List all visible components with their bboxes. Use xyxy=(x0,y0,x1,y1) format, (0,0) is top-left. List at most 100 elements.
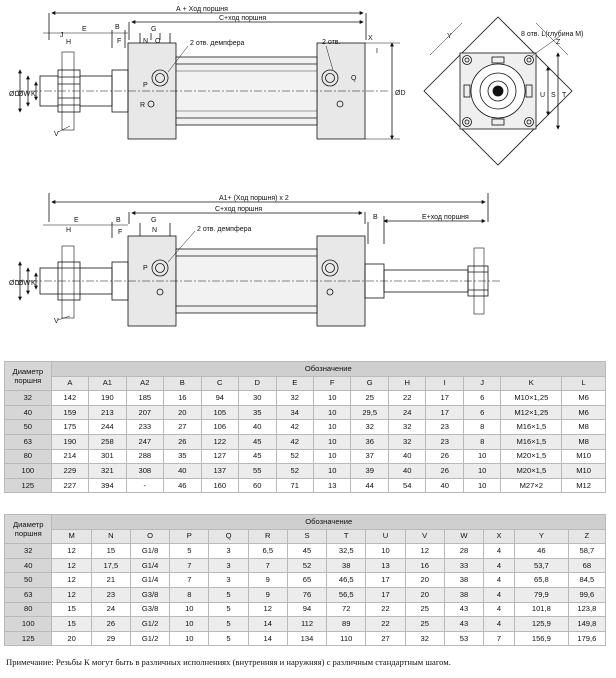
table-cell: 38 xyxy=(326,557,367,574)
label-dia-d-top: ØD xyxy=(9,91,20,98)
table-cell: 20 xyxy=(51,630,92,647)
table-cell: 321 xyxy=(88,463,127,479)
table-cell: 84,5 xyxy=(567,572,607,588)
column-header: A1 xyxy=(88,375,127,392)
piston-diameter-cell: 80 xyxy=(3,601,53,618)
end-view xyxy=(423,16,573,166)
table-cell: 15 xyxy=(51,601,92,618)
table-cell: 60 xyxy=(238,477,277,494)
label-eight-holes: 8 отв. L(глубина М) xyxy=(521,30,583,38)
table-cell: 244 xyxy=(88,419,127,435)
table-cell: 112 xyxy=(286,616,328,632)
table-cell: 34 xyxy=(275,404,315,421)
table-cell: 24 xyxy=(387,404,427,421)
table-cell: 110 xyxy=(326,630,367,647)
table-cell: 160 xyxy=(200,477,240,494)
table-cell: 4 xyxy=(483,601,516,618)
table-cell: 56,5 xyxy=(326,586,367,603)
label-letter-o-top: O xyxy=(155,38,161,45)
table-cell: 40 xyxy=(238,419,277,435)
table-cell: 4 xyxy=(483,616,516,632)
table-cell: G1/4 xyxy=(129,572,171,588)
table-cell: M8 xyxy=(561,419,606,435)
table-cell: 35 xyxy=(163,448,202,465)
table-cell: 38 xyxy=(443,572,485,588)
table-cell: 71 xyxy=(275,477,315,494)
table-cell: 43 xyxy=(443,616,485,632)
table-cell: 8 xyxy=(462,433,502,450)
table-cell: 247 xyxy=(125,433,165,450)
table-cell: 127 xyxy=(200,448,240,465)
table-cell: 22 xyxy=(365,601,406,618)
table-cell: 99,6 xyxy=(567,586,607,603)
label-letter-x: X xyxy=(368,35,373,42)
table-cell: - xyxy=(125,477,165,494)
table-cell: 32 xyxy=(387,419,427,435)
label-letter-h-mid: H xyxy=(66,227,71,234)
table-cell: 28 xyxy=(443,543,485,559)
label-letter-k-mid: K xyxy=(31,280,36,287)
table-cell: 3 xyxy=(208,543,249,559)
table-cell: M6 xyxy=(561,404,606,421)
table-cell: 227 xyxy=(50,477,90,494)
table-cell: 89 xyxy=(326,616,367,632)
table-cell: 40 xyxy=(425,477,464,494)
column-header: K xyxy=(500,375,563,392)
table-cell: 46 xyxy=(163,477,202,494)
label-damper-top: 2 отв. демпфера xyxy=(190,40,245,47)
label-letter-f-mid: F xyxy=(118,229,122,236)
table-cell: 65 xyxy=(286,572,328,588)
table-cell: 26 xyxy=(90,616,131,632)
table-cell: 65,8 xyxy=(514,572,569,588)
column-header: I xyxy=(425,375,464,392)
table-cell: 3 xyxy=(208,572,249,588)
table-cell: 44 xyxy=(350,477,389,494)
table-cell: 17 xyxy=(365,572,406,588)
table-cell: 10 xyxy=(365,543,406,559)
column-header: J xyxy=(462,375,502,392)
table2-group-title: Обозначение xyxy=(51,514,606,530)
table-cell: 32 xyxy=(275,390,315,406)
table-cell: 15 xyxy=(90,543,131,559)
label-e-mid: Е+ход поршня xyxy=(422,214,469,221)
label-letter-e-top: E xyxy=(82,26,87,33)
table-cell: 32,5 xyxy=(326,543,367,559)
piston-diameter-cell: 40 xyxy=(4,404,52,421)
table-cell: 12 xyxy=(247,601,288,618)
table-cell: M10×1,25 xyxy=(500,390,563,406)
label-dia-d-right: ØD xyxy=(395,90,406,97)
table-cell: 53 xyxy=(443,630,485,647)
table-cell: 14 xyxy=(247,616,288,632)
piston-diameter-cell: 80 xyxy=(4,448,52,465)
table-cell: 9 xyxy=(247,572,288,588)
table-cell: G3/8 xyxy=(129,601,171,618)
table-cell: 101,8 xyxy=(514,601,569,618)
table-cell: 229 xyxy=(50,463,90,479)
column-header: C xyxy=(200,375,240,392)
table-cell: 10 xyxy=(462,477,502,494)
label-letter-e-mid: E xyxy=(74,217,79,224)
table-cell: 53,7 xyxy=(514,557,569,574)
column-header: T xyxy=(326,528,367,545)
table-cell: 10 xyxy=(312,419,352,435)
table-cell: 301 xyxy=(88,448,127,465)
table-cell: 23 xyxy=(90,586,131,603)
table1-group-title: Обозначение xyxy=(50,361,607,377)
table-cell: 29 xyxy=(90,630,131,647)
table-cell: 156,9 xyxy=(514,630,569,647)
table-cell: 5 xyxy=(208,630,249,647)
table-cell: 52 xyxy=(275,448,315,465)
table-cell: 16 xyxy=(163,390,202,406)
column-header: V xyxy=(404,528,445,545)
table-cell: 149,8 xyxy=(567,616,607,632)
column-header: A xyxy=(50,375,90,392)
table-cell: 33 xyxy=(443,557,485,574)
column-header: N xyxy=(90,528,131,545)
piston-diameter-cell: 63 xyxy=(4,433,52,450)
table-cell: 68 xyxy=(567,557,607,574)
